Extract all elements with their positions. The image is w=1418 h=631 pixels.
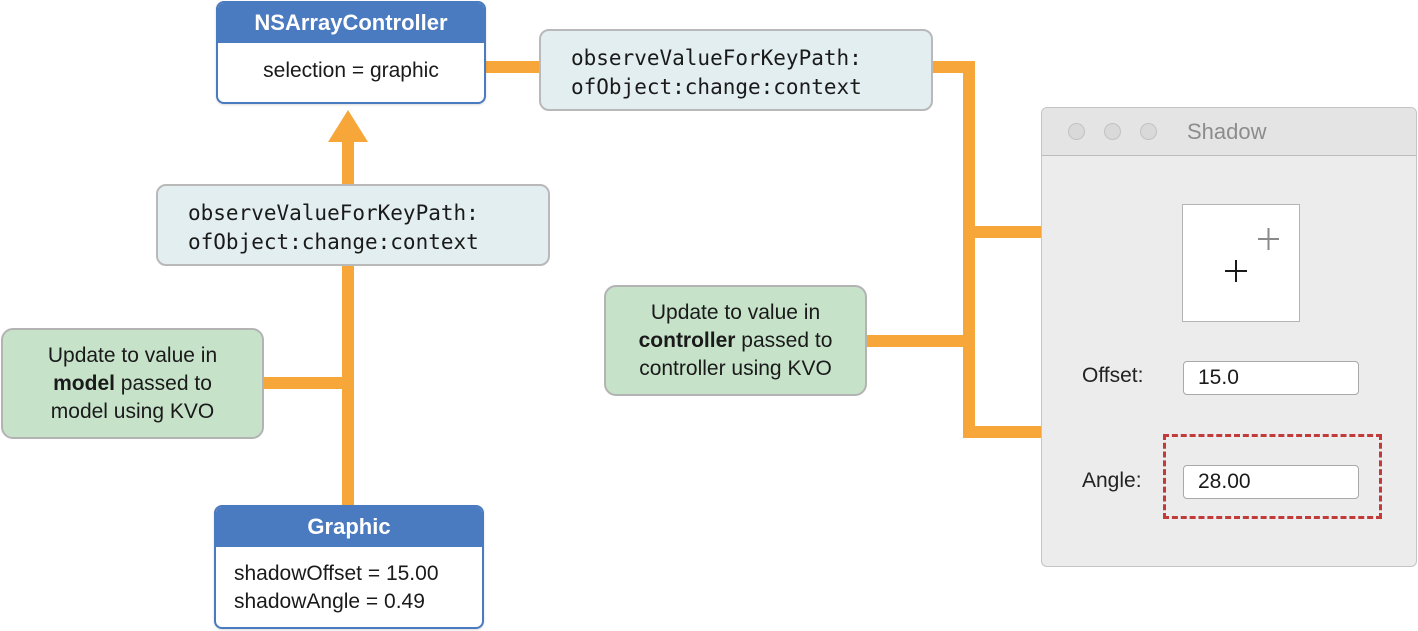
model-note-bold: model bbox=[53, 371, 115, 395]
angle-highlight bbox=[1163, 434, 1382, 519]
kvo-message-top: observeValueForKeyPath: ofObject:change:… bbox=[539, 29, 933, 111]
window-titlebar: Shadow bbox=[1042, 108, 1416, 156]
message-left-line1: observeValueForKeyPath: bbox=[188, 201, 479, 225]
window-title: Shadow bbox=[1187, 119, 1267, 144]
controller-note-bold: controller bbox=[638, 328, 736, 352]
controller-note-line3: controller using KVO bbox=[639, 356, 832, 380]
controller-note-line1: Update to value in bbox=[650, 300, 821, 324]
angle-label: Angle: bbox=[1082, 469, 1142, 492]
offset-label: Offset: bbox=[1082, 364, 1144, 387]
angle-field[interactable]: 28.00 bbox=[1183, 465, 1359, 499]
arrowhead-up bbox=[328, 110, 368, 142]
controller-note-line2: passed to bbox=[735, 328, 833, 352]
message-left-line2: ofObject:change:context bbox=[188, 230, 479, 254]
close-button[interactable] bbox=[1068, 123, 1085, 140]
offset-field[interactable]: 15.0 bbox=[1183, 361, 1359, 395]
nsarraycontroller-title: NSArrayController bbox=[218, 3, 484, 43]
controller-update-note: Update to value in controller passed to … bbox=[604, 285, 867, 396]
minimize-button[interactable] bbox=[1104, 123, 1121, 140]
crosshair-icon bbox=[1225, 228, 1279, 282]
model-note-line2: passed to bbox=[114, 371, 212, 395]
controller-selection-property: selection = graphic bbox=[263, 59, 439, 82]
message-top-line2: ofObject:change:context bbox=[571, 75, 862, 99]
model-note-line3: model using KVO bbox=[50, 399, 215, 423]
kvo-message-left: observeValueForKeyPath: ofObject:change:… bbox=[156, 184, 550, 266]
nsarraycontroller-box: NSArrayController selection = graphic bbox=[216, 1, 486, 104]
message-top-line1: observeValueForKeyPath: bbox=[571, 46, 862, 70]
graphic-shadow-offset: shadowOffset = 15.00 bbox=[234, 562, 439, 585]
graphic-shadow-angle: shadowAngle = 0.49 bbox=[234, 590, 425, 613]
model-update-note: Update to value in model passed to model… bbox=[1, 328, 264, 439]
zoom-button[interactable] bbox=[1140, 123, 1157, 140]
shadow-preview[interactable] bbox=[1182, 204, 1300, 322]
model-note-line1: Update to value in bbox=[47, 343, 218, 367]
shadow-window: Shadow Offset: 15.0 Angle: 28.00 bbox=[1041, 107, 1417, 567]
graphic-title: Graphic bbox=[216, 507, 482, 547]
graphic-box: Graphic shadowOffset = 15.00 shadowAngle… bbox=[214, 505, 484, 629]
